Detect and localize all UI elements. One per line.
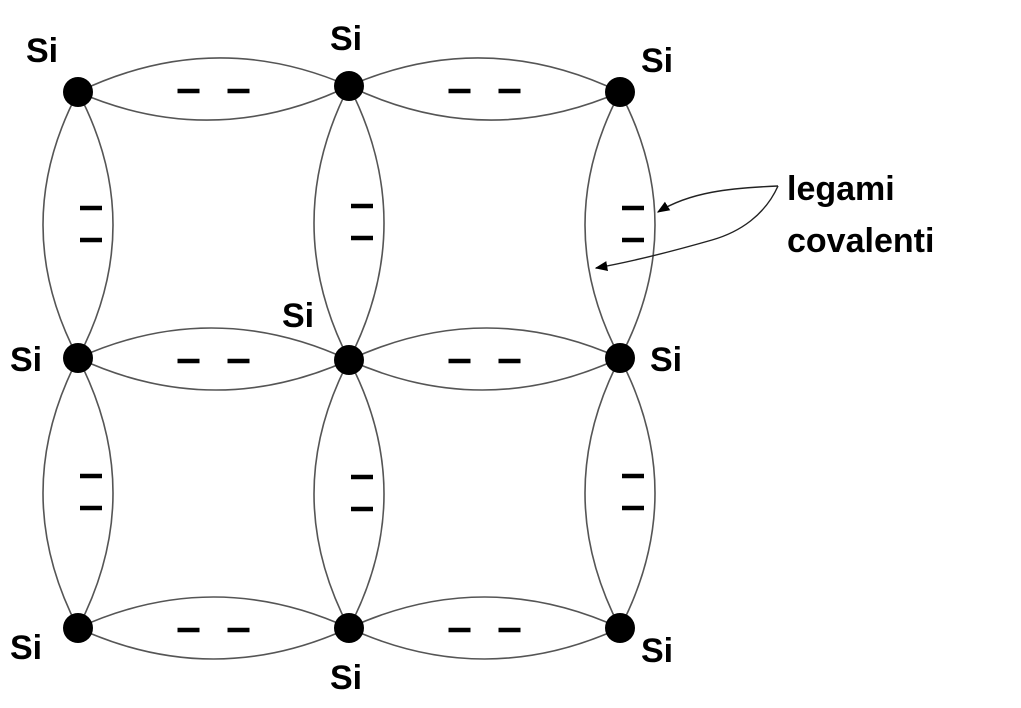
covalent-bond <box>348 57 622 121</box>
atom-label: Si <box>641 632 673 670</box>
atom-label: Si <box>282 297 314 335</box>
si-atom <box>605 343 635 373</box>
si-atom <box>334 613 364 643</box>
si-atom <box>605 613 635 643</box>
atom-label: Si <box>330 659 362 697</box>
covalent-bond <box>313 85 385 362</box>
si-atom <box>63 613 93 643</box>
atom-label: Si <box>641 42 673 80</box>
covalent-bond <box>348 327 622 391</box>
si-atom <box>334 71 364 101</box>
bond-electrons <box>80 88 644 633</box>
annotation-arrow <box>594 185 779 271</box>
atom-label: Si <box>26 32 58 70</box>
atom-label: Si <box>330 20 362 58</box>
si-atoms <box>63 71 635 643</box>
si-atom <box>334 345 364 375</box>
covalent-bond <box>77 596 351 660</box>
covalent-bond <box>77 57 351 121</box>
annotation-line2: covalenti <box>787 222 934 260</box>
si-atom <box>605 77 635 107</box>
atom-label: Si <box>10 341 42 379</box>
covalent-bond <box>313 359 385 630</box>
atom-label: Si <box>650 341 682 379</box>
covalent-bond <box>77 327 351 391</box>
si-atom <box>63 343 93 373</box>
si-atom <box>63 77 93 107</box>
covalent-bond <box>42 357 114 630</box>
annotation-line1: legami <box>787 170 895 208</box>
annotation-arrow <box>656 185 779 213</box>
atom-label: Si <box>10 629 42 667</box>
covalent-bond <box>584 91 656 360</box>
covalent-bond <box>348 596 622 660</box>
covalent-bond <box>584 357 656 630</box>
covalent-bond <box>42 91 114 360</box>
